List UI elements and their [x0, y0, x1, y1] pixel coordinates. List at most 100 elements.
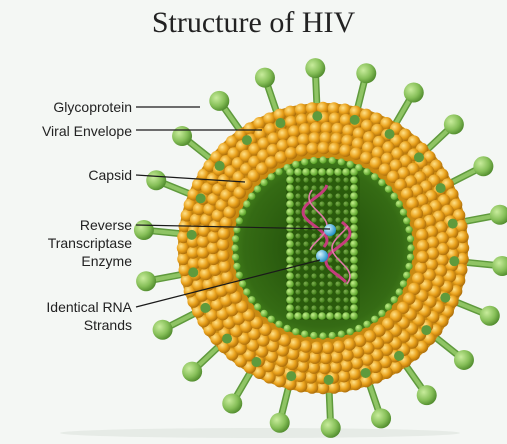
capsid-bead [303, 281, 308, 286]
capsid-bead [295, 241, 300, 246]
matrix-bead [236, 272, 243, 279]
capsid-bead [319, 281, 324, 286]
capsid-bead [327, 201, 332, 206]
capsid-bead [342, 312, 350, 320]
envelope-bead [329, 112, 341, 124]
glycoprotein-knob [417, 385, 437, 405]
capsid-bead [335, 297, 340, 302]
capsid-bead [286, 192, 294, 200]
glycoprotein-knob [490, 205, 507, 225]
glycoprotein-knob [182, 362, 202, 382]
glycoprotein-knob [356, 63, 376, 83]
capsid-bead [310, 168, 318, 176]
matrix-bead [407, 254, 414, 261]
capsid-bead [295, 209, 300, 214]
matrix-bead [233, 263, 240, 270]
capsid-bead [311, 177, 316, 182]
capsid-bead [295, 185, 300, 190]
capsid-bead [335, 225, 340, 230]
capsid-bead [302, 168, 310, 176]
envelope-bead [296, 144, 308, 156]
envelope-bead [311, 342, 323, 354]
capsid-bead [343, 305, 348, 310]
capsid-bead [286, 248, 294, 256]
matrix-bead [254, 303, 261, 310]
capsid-bead [302, 312, 310, 320]
envelope-bead [309, 132, 321, 144]
capsid-bead [303, 193, 308, 198]
capsid-bead [334, 168, 342, 176]
glycoprotein-base [286, 371, 296, 381]
capsid-bead [350, 192, 358, 200]
matrix-bead [239, 280, 246, 287]
glycoprotein-knob [255, 68, 275, 88]
matrix-bead [338, 158, 345, 165]
capsid-bead [303, 273, 308, 278]
glycoprotein-knob [473, 156, 493, 176]
glycoprotein-knob [480, 306, 500, 326]
matrix-bead [405, 226, 412, 233]
capsid-bead [295, 297, 300, 302]
glycoprotein-knob [305, 58, 325, 78]
capsid-bead [343, 217, 348, 222]
capsid-bead [295, 281, 300, 286]
glycoprotein-base [414, 152, 424, 162]
glycoprotein-base [251, 357, 261, 367]
glycoprotein-base [421, 325, 431, 335]
capsid-bead [326, 312, 334, 320]
matrix-bead [268, 173, 275, 180]
capsid-bead [311, 273, 316, 278]
capsid-bead [311, 281, 316, 286]
glycoprotein-knob [222, 393, 242, 413]
matrix-bead [407, 244, 414, 251]
capsid-bead [350, 216, 358, 224]
envelope-bead [343, 338, 355, 350]
capsid-bead [295, 233, 300, 238]
matrix-bead [284, 325, 291, 332]
matrix-bead [232, 235, 239, 242]
matrix-bead [319, 332, 326, 339]
glycoprotein-base [215, 161, 225, 171]
glycoprotein-base [187, 230, 197, 240]
capsid-bead [303, 305, 308, 310]
capsid-bead [295, 249, 300, 254]
matrix-bead [385, 186, 392, 193]
capsid-bead [286, 208, 294, 216]
matrix-bead [363, 168, 370, 175]
capsid-bead [286, 184, 294, 192]
label-glycoprotein: Glycoprotein [20, 98, 132, 116]
capsid-bead [335, 217, 340, 222]
capsid-bead [350, 296, 358, 304]
glycoprotein-base [361, 368, 371, 378]
label-reverse: Reverse [20, 216, 132, 234]
capsid-bead [327, 305, 332, 310]
capsid-bead [294, 168, 302, 176]
matrix-bead [400, 280, 407, 287]
capsid-bead [343, 185, 348, 190]
capsid-bead [303, 233, 308, 238]
glycoprotein-base [242, 135, 252, 145]
matrix-bead [248, 296, 255, 303]
capsid-bead [319, 297, 324, 302]
matrix-bead [310, 157, 317, 164]
envelope-bead [298, 133, 310, 145]
capsid-bead [303, 241, 308, 246]
capsid-bead [295, 201, 300, 206]
capsid-bead [343, 297, 348, 302]
matrix-bead [301, 158, 308, 165]
matrix-bead [261, 310, 268, 317]
matrix-bead [391, 193, 398, 200]
capsid-bead [343, 249, 348, 254]
matrix-bead [292, 328, 299, 335]
matrix-bead [310, 332, 317, 339]
capsid-bead [295, 257, 300, 262]
capsid-bead [294, 312, 302, 320]
glycoprotein-base [350, 115, 360, 125]
glycoprotein-base [448, 219, 458, 229]
glycoprotein-knob [134, 220, 154, 240]
capsid-bead [334, 312, 342, 320]
matrix-bead [347, 328, 354, 335]
glycoprotein-knob [172, 126, 192, 146]
capsid-bead [286, 168, 294, 176]
capsid-bead [350, 288, 358, 296]
